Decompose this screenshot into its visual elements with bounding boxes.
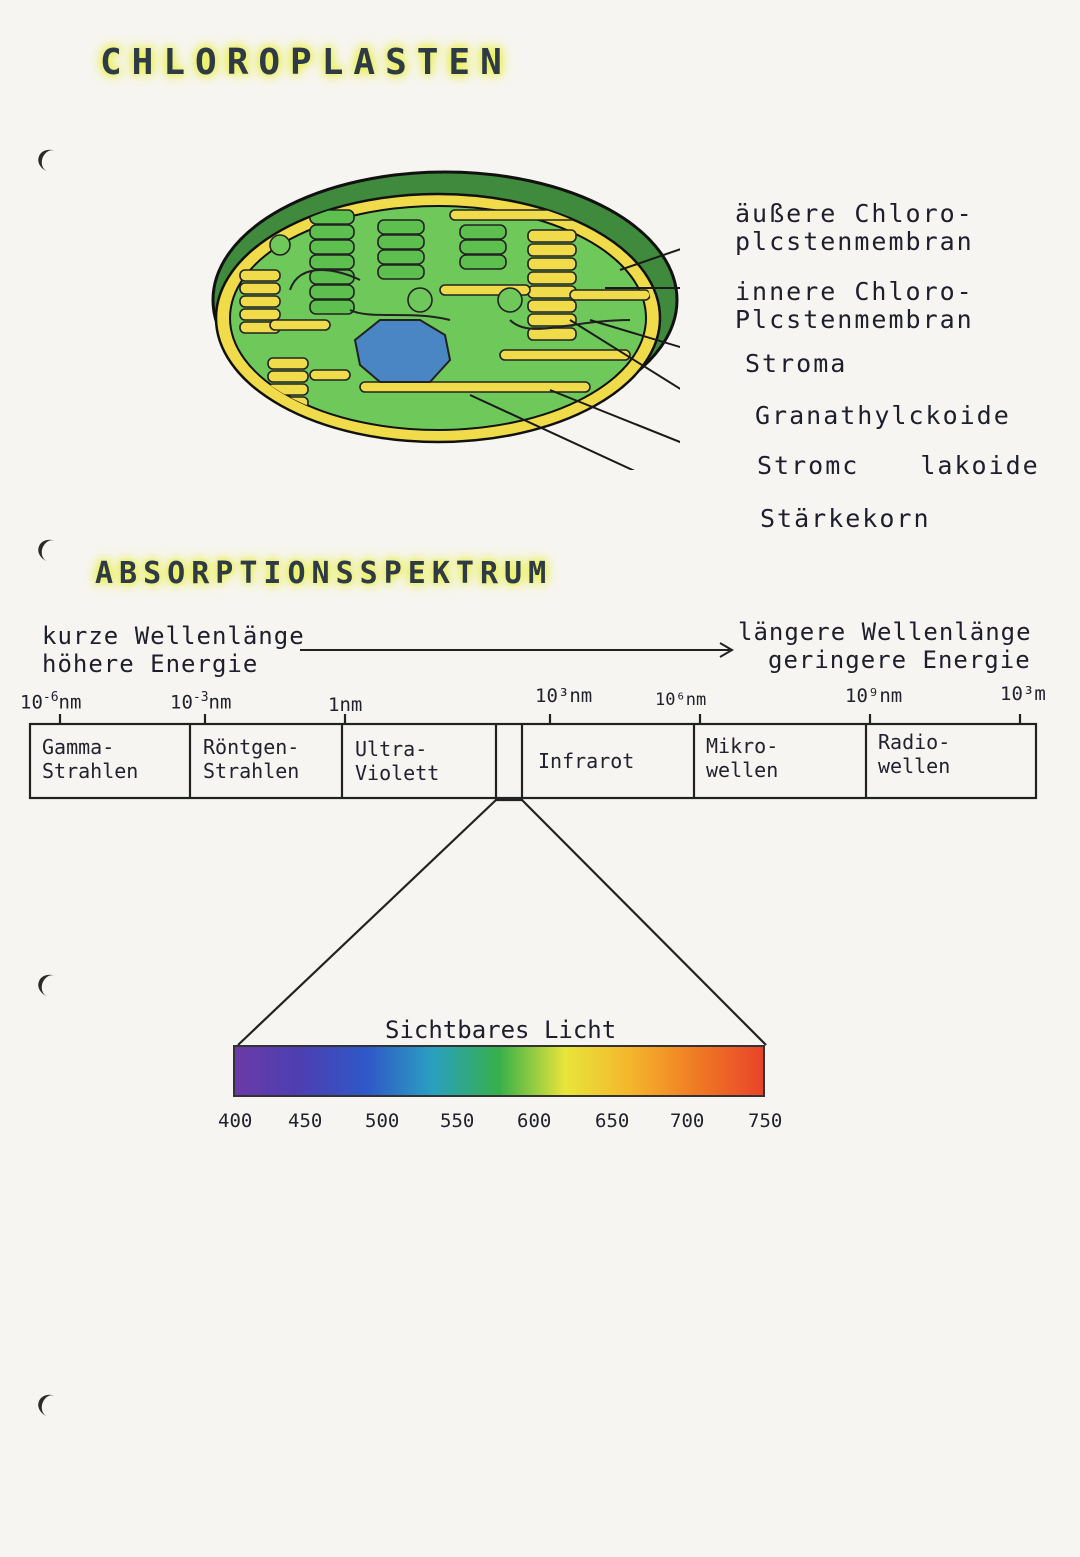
visible-light-label: Sichtbares Licht: [385, 1016, 617, 1044]
band-infrared: Infrarot: [538, 749, 635, 773]
label-outer-membrane: äußere Chloro- plcstenmembran: [735, 199, 974, 256]
label-stroma: Stroma: [745, 349, 848, 378]
em-spectrum-bar: [28, 714, 1038, 1046]
chloroplast-title: CHLOROPLASTEN: [100, 42, 512, 83]
visible-tick: 450: [288, 1110, 323, 1132]
short-wavelength-note: kurze Wellenlänge höhere Energie: [42, 622, 305, 678]
visible-tick: 700: [670, 1110, 705, 1132]
punch-hole: [35, 536, 67, 566]
label-stromathylakoide: Stromc lakoide: [757, 451, 1040, 480]
scale-tick-7: 10³m: [1000, 683, 1046, 705]
band-uv: Ultra-Violett: [355, 737, 440, 785]
scale-tick-4: 10³nm: [535, 685, 593, 707]
band-radio: Radio-wellen: [878, 730, 951, 778]
visible-tick: 600: [517, 1110, 552, 1132]
spectrum-title: ABSORPTIONSSPEKTRUM: [95, 556, 553, 591]
label-inner-membrane: innere Chloro- Plcstenmembran: [735, 277, 974, 334]
long-wavelength-note: längere Wellenlänge geringere Energie: [738, 618, 1032, 674]
punch-hole: [35, 146, 67, 176]
label-starch-grain: Stärkekorn: [760, 504, 931, 533]
visible-tick: 400: [218, 1110, 253, 1132]
visible-tick: 550: [440, 1110, 475, 1132]
label-granathylakoide: Granathylckoide: [755, 401, 1011, 430]
wavelength-arrow: [300, 642, 734, 658]
visible-tick: 650: [595, 1110, 630, 1132]
punch-hole: [35, 1391, 67, 1421]
chloroplast-diagram: [211, 170, 680, 470]
scale-tick-1: 10-6nm: [20, 690, 82, 714]
visible-tick: 500: [365, 1110, 400, 1132]
visible-spectrum-bar: [233, 1045, 765, 1097]
scale-tick-5: 10⁶nm: [655, 690, 707, 710]
scale-tick-2: 10-3nm: [170, 690, 232, 714]
scale-tick-3: 1nm: [328, 694, 363, 716]
visible-tick: 750: [748, 1110, 783, 1132]
visible-ticks: 400 450 500 550 600 650 700 750: [0, 1110, 1080, 1140]
band-xray: Röntgen-Strahlen: [203, 735, 300, 783]
band-microwave: Mikro-wellen: [706, 734, 779, 782]
band-gamma: Gamma-Strahlen: [42, 735, 139, 783]
scale-tick-6: 10⁹nm: [845, 685, 903, 707]
